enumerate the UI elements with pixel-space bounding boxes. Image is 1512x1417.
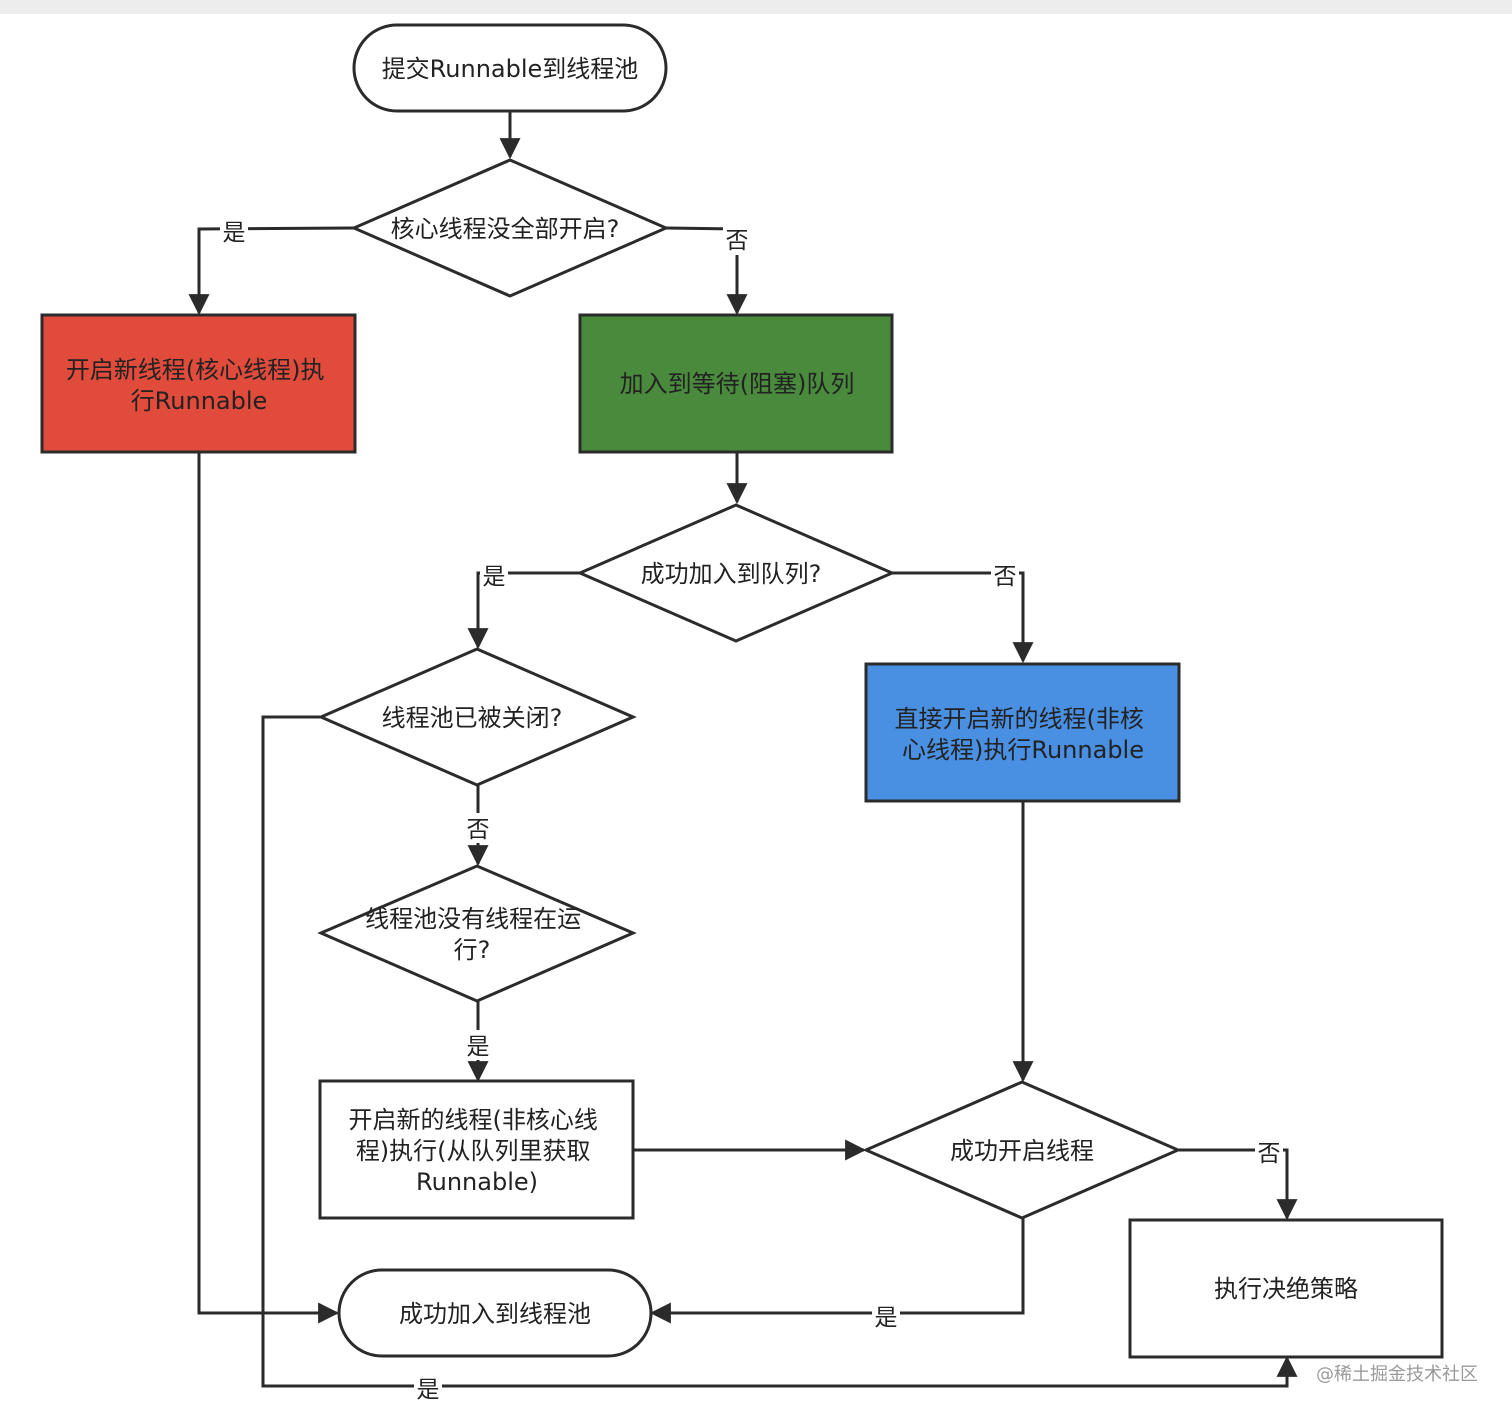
- svg-text:否: 否: [467, 817, 490, 843]
- svg-text:是: 是: [223, 220, 246, 246]
- edge-pool-closed-yes: [261, 715, 1298, 1388]
- svg-text:是: 是: [417, 1377, 440, 1403]
- edge-start-ok-yes: [649, 1218, 1025, 1324]
- node-enqueue-ok-text: 成功加入到队列?: [641, 560, 822, 588]
- edge-start-ok-no: [1179, 1148, 1298, 1221]
- node-core-check-text: 核心线程没全部开启?: [391, 215, 620, 243]
- node-reject-text: 执行决绝策略: [1214, 1275, 1358, 1303]
- svg-text:否: 否: [726, 228, 749, 254]
- label-enqueue-yes: 是: [480, 561, 508, 591]
- node-start-noncore: 直接开启新的线程(非核 心线程)执行Runnable: [864, 662, 1181, 803]
- top-bar: [0, 0, 1512, 14]
- label-enqueue-no: 否: [991, 561, 1019, 591]
- label-core-no: 否: [723, 225, 751, 255]
- node-pool-closed: 线程池已被关闭?: [317, 647, 637, 787]
- node-start-ok-text: 成功开启线程: [950, 1137, 1094, 1165]
- node-start-core: 开启新线程(核心线程)执 行Runnable: [40, 313, 357, 454]
- watermark: @稀土掘金技术社区: [1316, 1364, 1478, 1385]
- label-pool-closed-yes: 是: [414, 1374, 442, 1404]
- svg-text:否: 否: [1258, 1141, 1281, 1167]
- node-no-threads: 线程池没有线程在运 行?: [317, 864, 637, 1003]
- edge-enqueue-ok-yes: [467, 571, 580, 650]
- label-start-ok-no: 否: [1255, 1137, 1283, 1167]
- node-added: 成功加入到线程池: [337, 1268, 653, 1358]
- node-no-threads-text: 线程池没有线程在运 行?: [365, 905, 589, 964]
- svg-text:是: 是: [483, 564, 506, 590]
- svg-text:是: 是: [467, 1034, 490, 1060]
- svg-text:否: 否: [994, 564, 1017, 590]
- node-start-noncore-queue-text: 开启新的线程(非核心线 程)执行(从队列里获取 Runnable): [348, 1106, 605, 1196]
- node-start-noncore-text: 直接开启新的线程(非核 心线程)执行Runnable: [894, 705, 1151, 764]
- node-submit-text: 提交Runnable到线程池: [382, 55, 639, 83]
- edge-core-check-yes: [188, 226, 355, 316]
- node-submit: 提交Runnable到线程池: [352, 23, 668, 113]
- node-start-ok: 成功开启线程: [862, 1080, 1182, 1220]
- node-start-core-text: 开启新线程(核心线程)执 行Runnable: [66, 356, 332, 415]
- node-reject: 执行决绝策略: [1128, 1218, 1444, 1359]
- label-no-threads-yes: 是: [464, 1030, 492, 1060]
- node-enqueue-ok: 成功加入到队列?: [576, 503, 896, 643]
- node-start-noncore-queue: 开启新的线程(非核心线 程)执行(从队列里获取 Runnable): [318, 1079, 635, 1220]
- edge-enqueue-ok-no: [892, 571, 1034, 664]
- label-core-yes: 是: [220, 216, 248, 246]
- edge-start-core-to-added: [197, 453, 340, 1324]
- node-pool-closed-text: 线程池已被关闭?: [382, 704, 563, 732]
- node-enqueue: 加入到等待(阻塞)队列: [578, 313, 894, 454]
- node-added-text: 成功加入到线程池: [399, 1300, 591, 1328]
- label-start-ok-yes: 是: [872, 1301, 900, 1331]
- svg-text:是: 是: [875, 1305, 898, 1331]
- label-pool-closed-no: 否: [464, 813, 492, 843]
- node-core-check: 核心线程没全部开启?: [350, 158, 670, 298]
- node-enqueue-text: 加入到等待(阻塞)队列: [620, 370, 855, 398]
